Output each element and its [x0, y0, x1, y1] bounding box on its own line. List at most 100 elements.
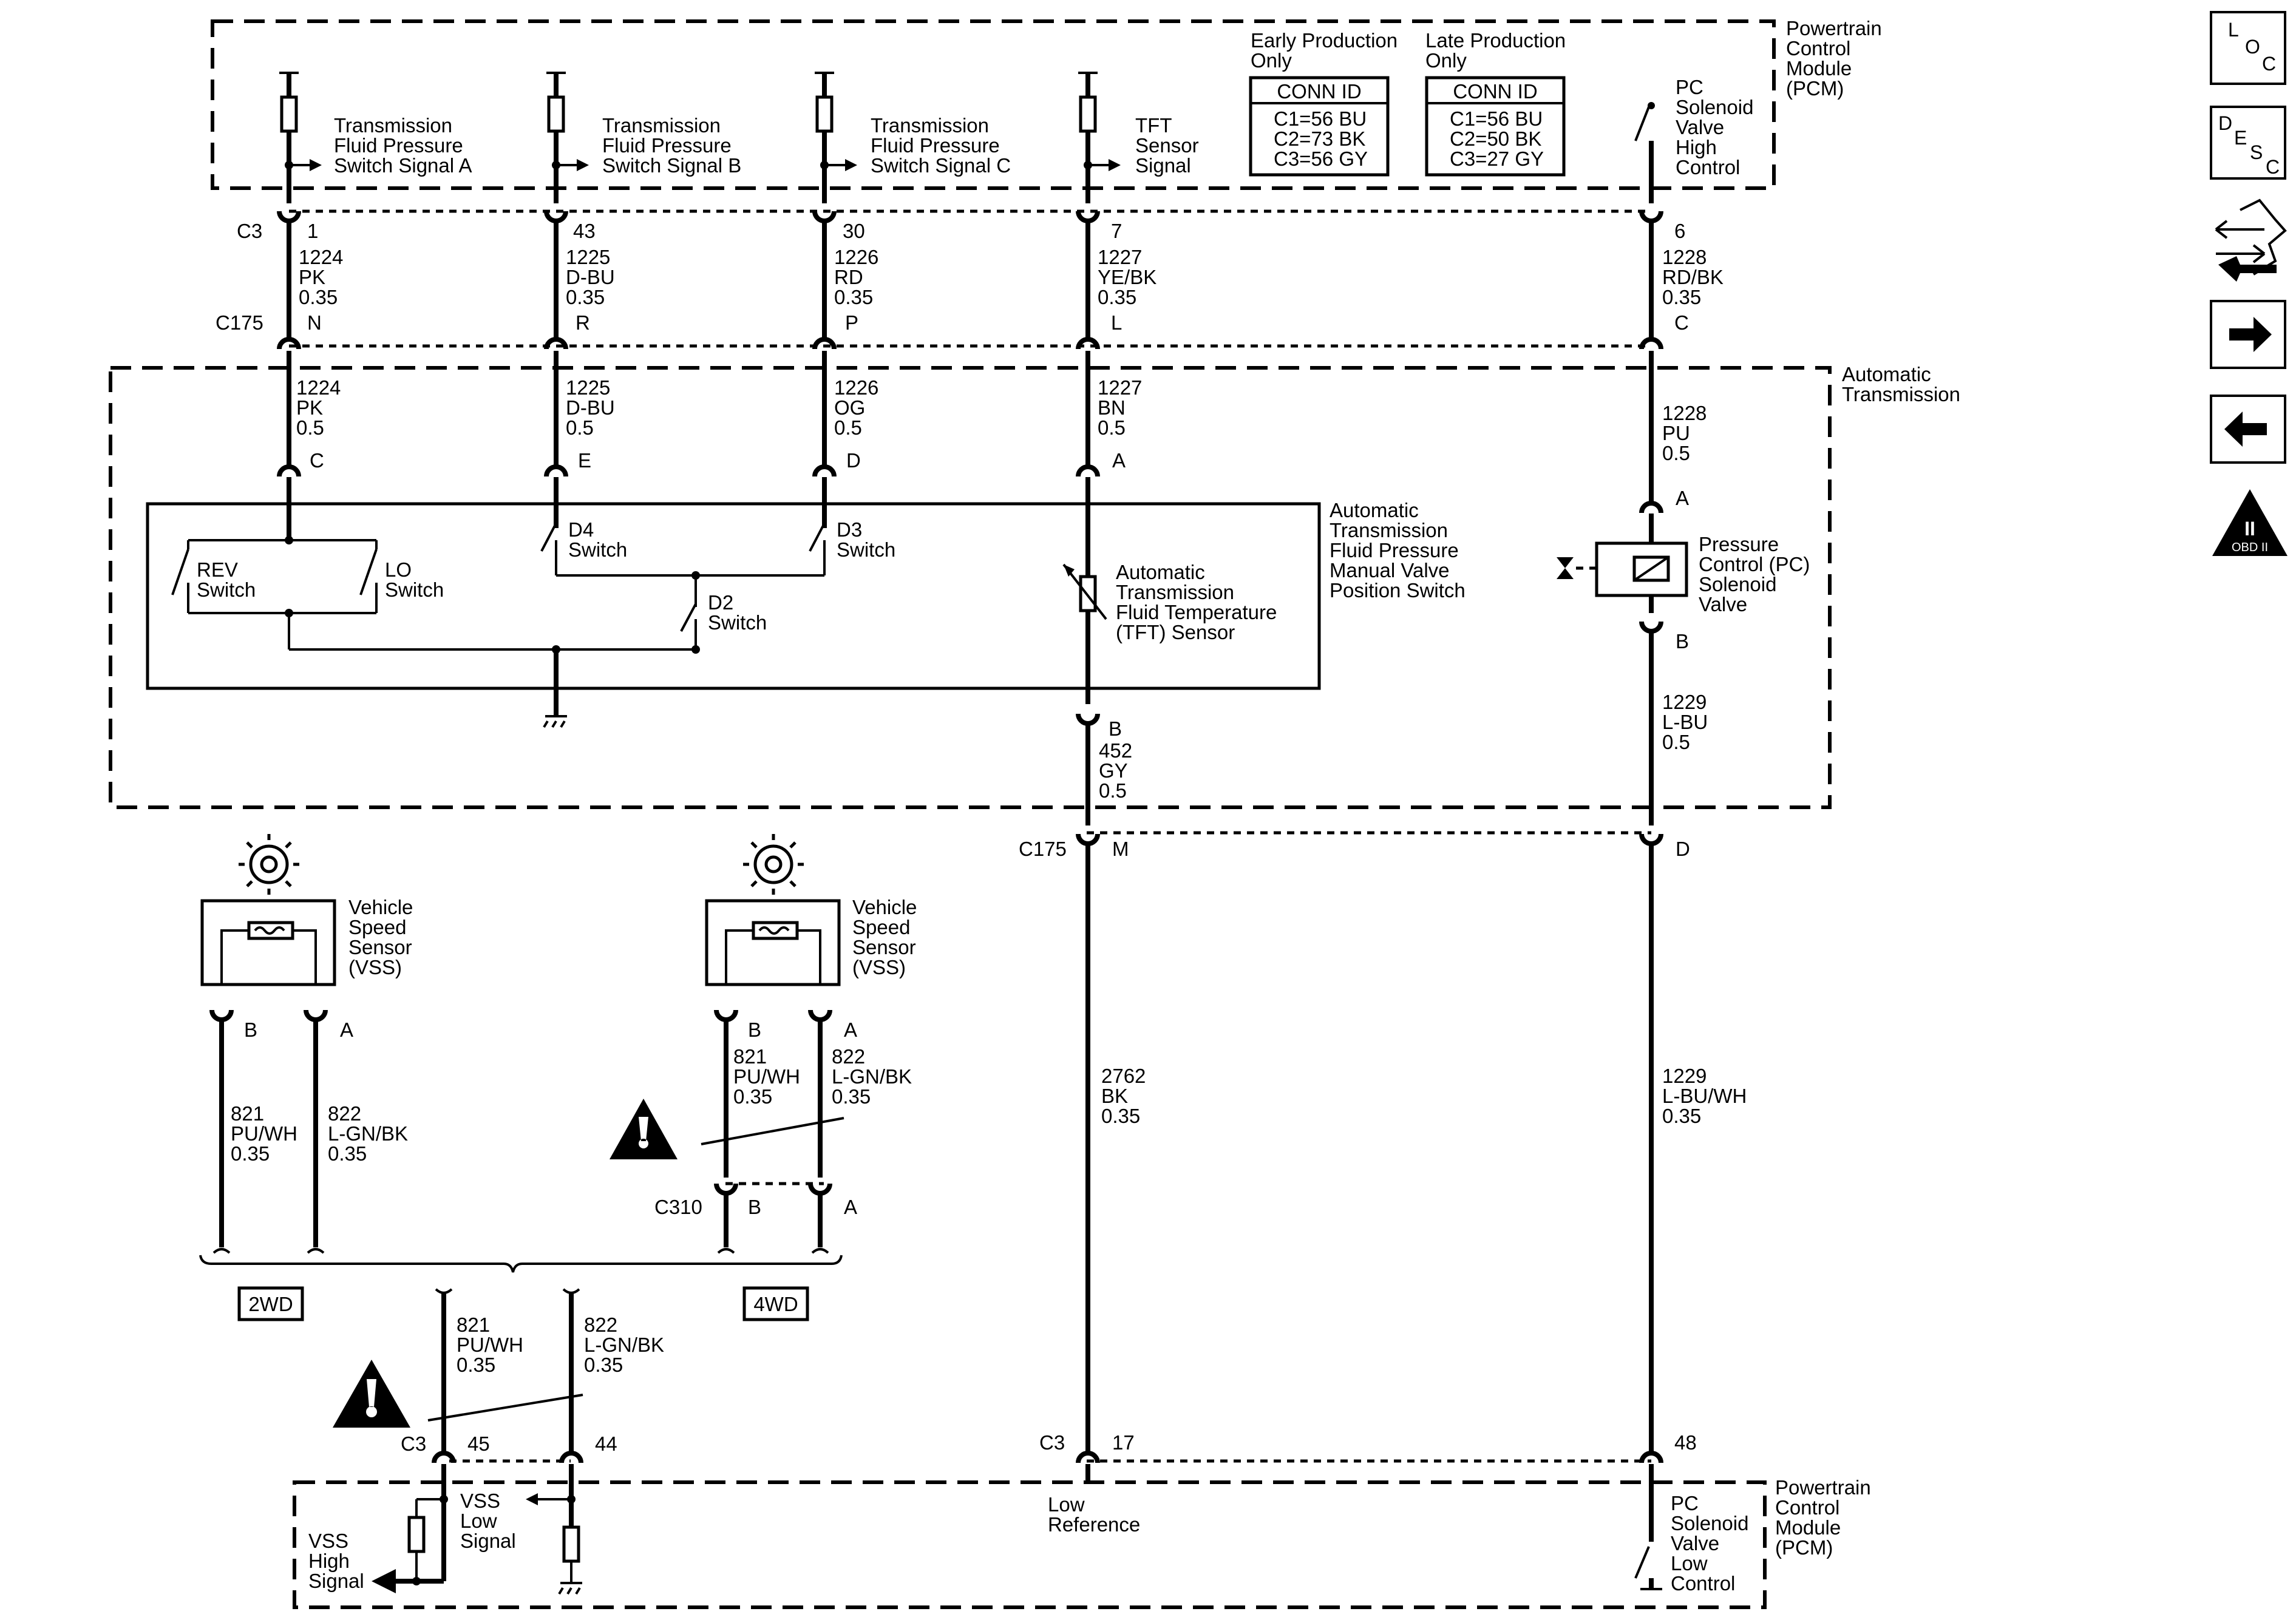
transmission-label: Automatic Transmission [1842, 363, 1960, 405]
nav-loc-button[interactable]: L O C [2210, 11, 2286, 85]
c3-vss-label: C3 [401, 1432, 426, 1455]
switch-pin-c: C [310, 449, 324, 472]
pcm-bottom-label: Powertrain Control Module (PCM) [1775, 1476, 1877, 1559]
c3-pin-30: 30 [843, 220, 865, 242]
svg-text:O: O [2245, 36, 2260, 58]
arrow-right-icon [2229, 317, 2272, 352]
tfp-switch-box [146, 502, 1321, 690]
tft-pin-a: A [1112, 449, 1126, 472]
c3-pin-48: 48 [1674, 1431, 1697, 1454]
pcm-bottom-outline [293, 1480, 1767, 1609]
svg-text:C: C [2262, 53, 2276, 75]
c3-pin-1: 1 [307, 220, 318, 242]
pcm-top-outline [211, 19, 1776, 190]
c175-pin-m: M [1112, 838, 1129, 860]
switch-network [171, 504, 826, 728]
circuit-pc-solenoid [1557, 102, 1688, 1590]
c3-bottom-label: C3 [1039, 1431, 1065, 1454]
c175-pin-r: R [576, 311, 590, 334]
svg-text:C: C [2266, 156, 2280, 178]
nav-desc-button[interactable]: D E S C [2210, 106, 2286, 180]
pcm-top-label: Powertrain Control Module (PCM) [1786, 17, 1887, 100]
c175-top-label: C175 [216, 311, 263, 334]
c175-pin-n: N [307, 311, 322, 334]
c175-pin-p: P [845, 311, 858, 334]
variant-4wd: 4WD [753, 1293, 798, 1315]
circuit-tfp-b [544, 72, 589, 528]
vss-2wd-pin-b: B [244, 1019, 257, 1041]
schematic-tools-icon[interactable] [2215, 198, 2287, 282]
c310-pin-a: A [844, 1196, 857, 1218]
vss-common-wires [333, 1288, 583, 1595]
nav-prev-button[interactable] [2210, 395, 2286, 464]
vss-2wd-pin-a: A [340, 1019, 353, 1041]
obd-ii-icon[interactable]: II OBD II [2212, 489, 2288, 556]
svg-text:CONN ID: CONN ID [1277, 80, 1361, 103]
nav-next-button[interactable] [2210, 300, 2286, 369]
svg-text:L: L [2228, 19, 2239, 41]
pc-pin-b: B [1676, 630, 1689, 653]
transmission-outline [109, 366, 1832, 809]
svg-text:E: E [2234, 127, 2247, 149]
c175-bottom-label: C175 [1019, 838, 1067, 860]
tft-pin-b: B [1109, 717, 1122, 740]
c175-pin-d: D [1676, 838, 1690, 860]
c3-pin-7: 7 [1111, 220, 1122, 242]
c310-label: C310 [654, 1196, 702, 1218]
circuit-tfp-c [812, 72, 857, 528]
svg-text:OBD II: OBD II [2232, 541, 2268, 554]
c3-pin-45: 45 [467, 1432, 490, 1455]
c310-pin-b: B [748, 1196, 761, 1218]
svg-text:S: S [2250, 141, 2263, 163]
c3-pin-6: 6 [1674, 220, 1685, 242]
switch-pin-d: D [846, 449, 861, 472]
c3-pin-17: 17 [1112, 1431, 1135, 1454]
pc-pin-a: A [1676, 487, 1689, 509]
switch-pin-e: E [578, 449, 591, 472]
vss-4wd-pin-b: B [748, 1019, 761, 1041]
circuit-tfp-a [277, 72, 322, 504]
svg-text:II: II [2244, 518, 2255, 540]
c3-top-label: C3 [237, 220, 262, 242]
vss-4wd [610, 834, 844, 1254]
c3-pin-43: 43 [573, 220, 596, 242]
c175-pin-l: L [1111, 311, 1122, 334]
c175-pin-c: C [1674, 311, 1689, 334]
svg-text:CONN ID: CONN ID [1453, 80, 1537, 103]
